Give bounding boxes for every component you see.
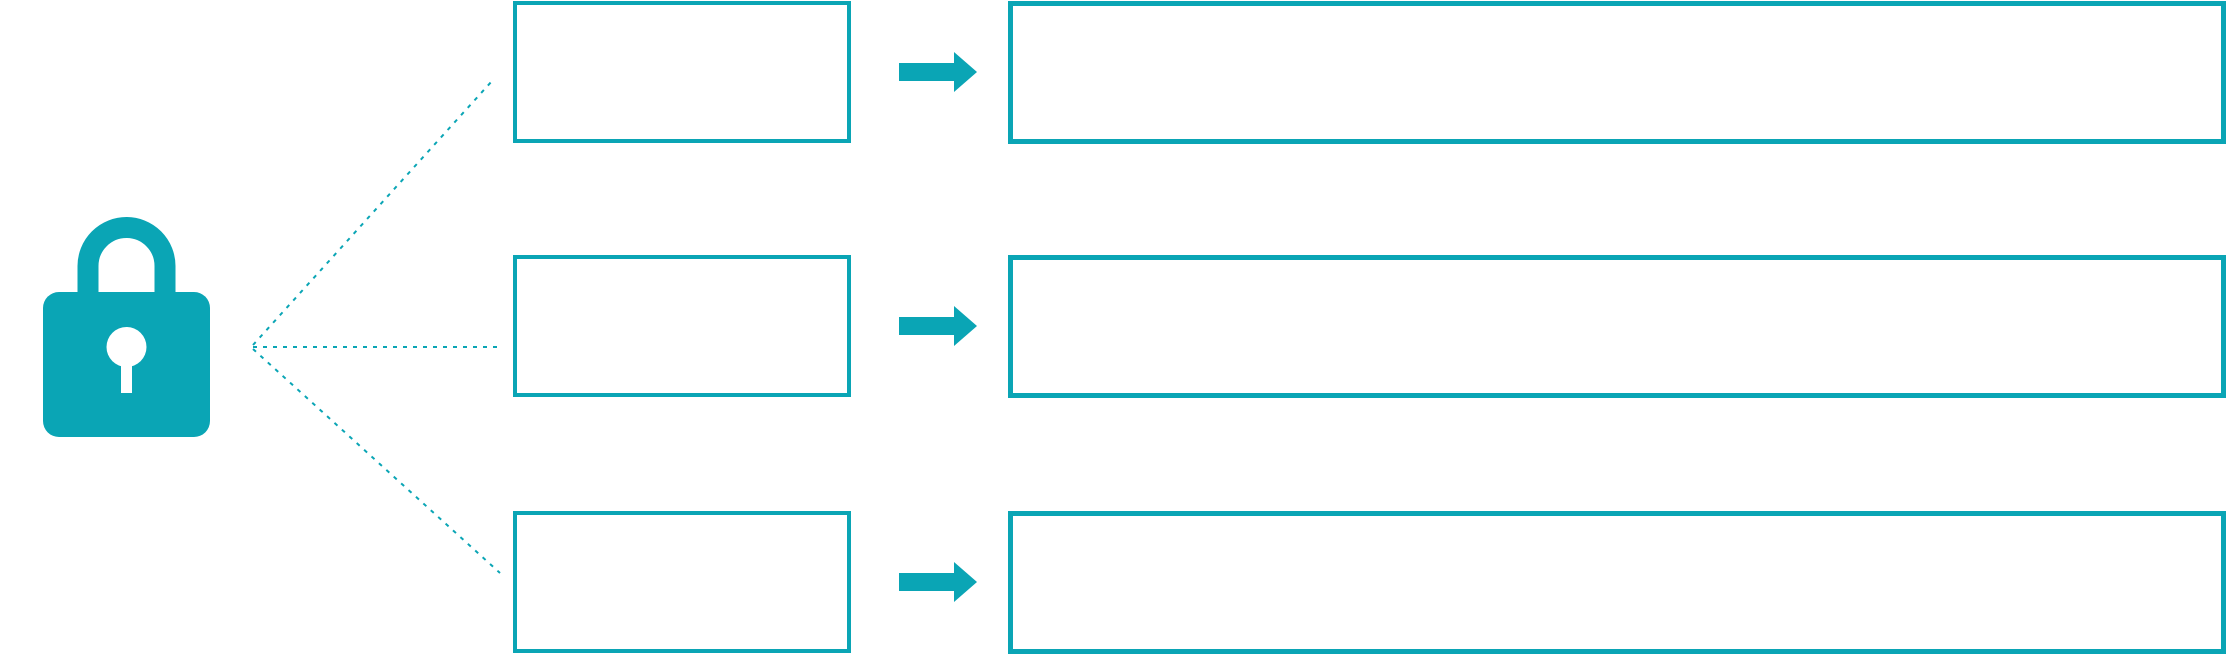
connector-line-bottom (252, 348, 501, 574)
arrow-right-shape (899, 562, 977, 602)
lock-shackle (77, 217, 176, 300)
arrow-right-icon (899, 52, 977, 92)
lock-icon (43, 217, 210, 437)
source-box-2 (513, 255, 851, 397)
source-box-3 (513, 511, 851, 653)
arrow-right-icon (899, 562, 977, 602)
target-box-3 (1008, 511, 2226, 654)
source-box-1 (513, 1, 851, 143)
target-box-2 (1008, 255, 2226, 398)
arrow-right-shape (899, 306, 977, 346)
arrow-right-shape (899, 52, 977, 92)
connector-line-top (252, 80, 493, 346)
arrow-right-icon (899, 306, 977, 346)
lock-keyhole-stem (121, 347, 132, 393)
target-box-1 (1008, 1, 2226, 144)
